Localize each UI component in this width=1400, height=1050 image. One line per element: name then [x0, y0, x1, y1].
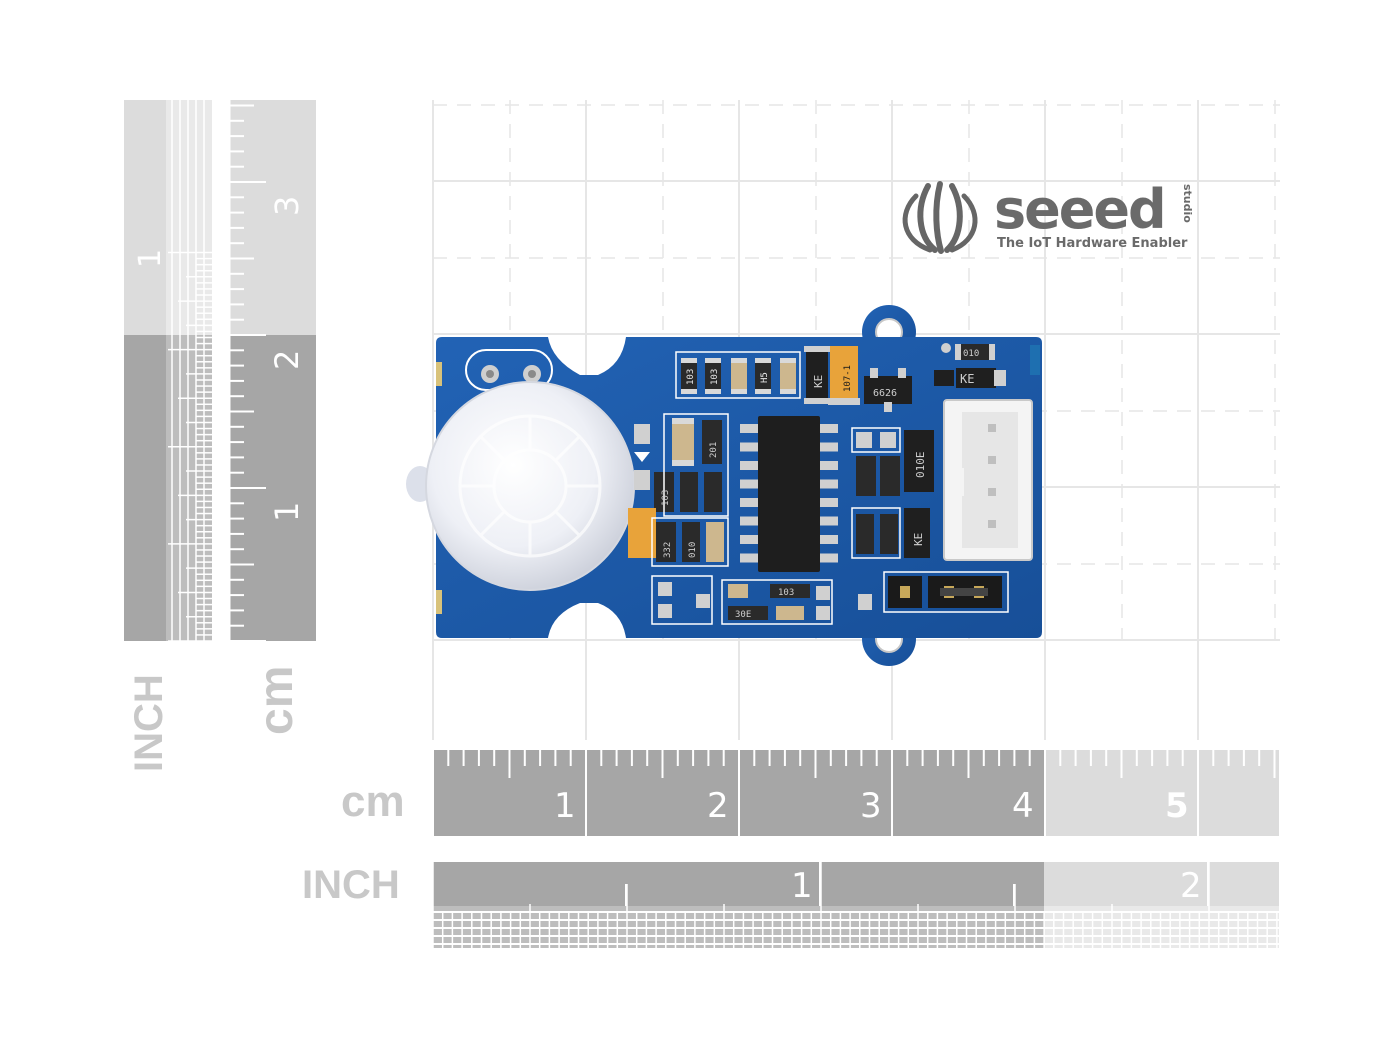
vertical-cm-number-2: 2: [268, 350, 306, 370]
pir-fresnel-lens: [425, 381, 635, 591]
horizontal-inch-label: INCH: [302, 863, 400, 907]
seeed-leaf-icon: [902, 181, 978, 254]
vertical-cm-number-1: 1: [268, 502, 306, 522]
resistor-marking-r6: 201: [709, 442, 719, 458]
main-ic-chip: [740, 416, 838, 572]
top-resistor-row: [675, 351, 801, 399]
horizontal-cm-label: cm: [341, 777, 405, 826]
transistor-marking: 6626: [873, 388, 897, 399]
horizontal-cm-number-1: 1: [554, 786, 576, 826]
resistor-marking-r7: 103: [661, 490, 671, 506]
resistor-marking-r8: 332: [663, 542, 673, 558]
resistor-marking-r5: 010E: [914, 452, 927, 479]
horizontal-inch-number-1: 1: [791, 866, 813, 906]
resistor-marking-r3: H5: [760, 372, 770, 383]
horizontal-inch-number-2: 2: [1180, 866, 1202, 906]
right-edge-trace: [1030, 345, 1040, 375]
vertical-cm-ruler: 3 2 1: [229, 100, 316, 642]
diode-marking-2: KE: [960, 372, 974, 386]
resistor-marking-r1: 103: [686, 369, 696, 385]
horizontal-cm-number-4: 4: [1012, 786, 1034, 826]
horizontal-cm-number-5: 5: [1165, 786, 1189, 826]
resistor-marking-r11: 30E: [735, 610, 751, 620]
grove-connector: [943, 399, 1033, 561]
fresnel-facets: [458, 414, 602, 558]
resistor-marking-r9: 010: [688, 542, 698, 558]
vertical-cm-number-3: 3: [268, 196, 306, 216]
pir-motion-sensor-board: 103 103 H5 KE 107-1 6626 010 KE: [406, 305, 1042, 666]
resistor-r4: [958, 344, 992, 360]
left-component-column: [628, 413, 729, 567]
logo-studio-mark: studio: [1181, 184, 1194, 223]
horizontal-inch-ruler: 1 2: [432, 862, 1279, 948]
seeed-logo: seeed studio The IoT Hardware Enabler: [902, 178, 1194, 254]
logo-wordmark: seeed: [994, 178, 1165, 241]
logo-tagline: The IoT Hardware Enabler: [997, 236, 1188, 251]
bottom-components: [651, 575, 872, 625]
left-edge-castellations: [436, 362, 442, 614]
transistor-6626: [864, 376, 912, 404]
resistor-marking-r2: 103: [710, 369, 720, 385]
capacitor-marking-1: 107-1: [843, 365, 853, 392]
right-component-column: [851, 427, 934, 559]
resistor-marking-r10: 103: [778, 588, 794, 598]
diode-marking-3: KE: [912, 533, 925, 546]
resistor-marking-r4: 010: [963, 349, 979, 359]
horizontal-cm-ruler: 1 2 3 4 5: [432, 750, 1279, 836]
horizontal-cm-number-3: 3: [860, 786, 882, 826]
diode-marking-1: KE: [812, 375, 825, 388]
vertical-inch-ruler: 1: [124, 100, 212, 642]
diode-1: [806, 346, 828, 404]
horizontal-cm-number-2: 2: [707, 786, 729, 826]
jumper-header: [883, 571, 1009, 613]
diode-2: [956, 368, 996, 388]
vertical-inch-number: 1: [133, 249, 168, 268]
vertical-inch-label: INCH: [127, 674, 171, 772]
vertical-cm-label: cm: [250, 666, 303, 735]
tantalum-capacitor-1: [830, 346, 858, 404]
